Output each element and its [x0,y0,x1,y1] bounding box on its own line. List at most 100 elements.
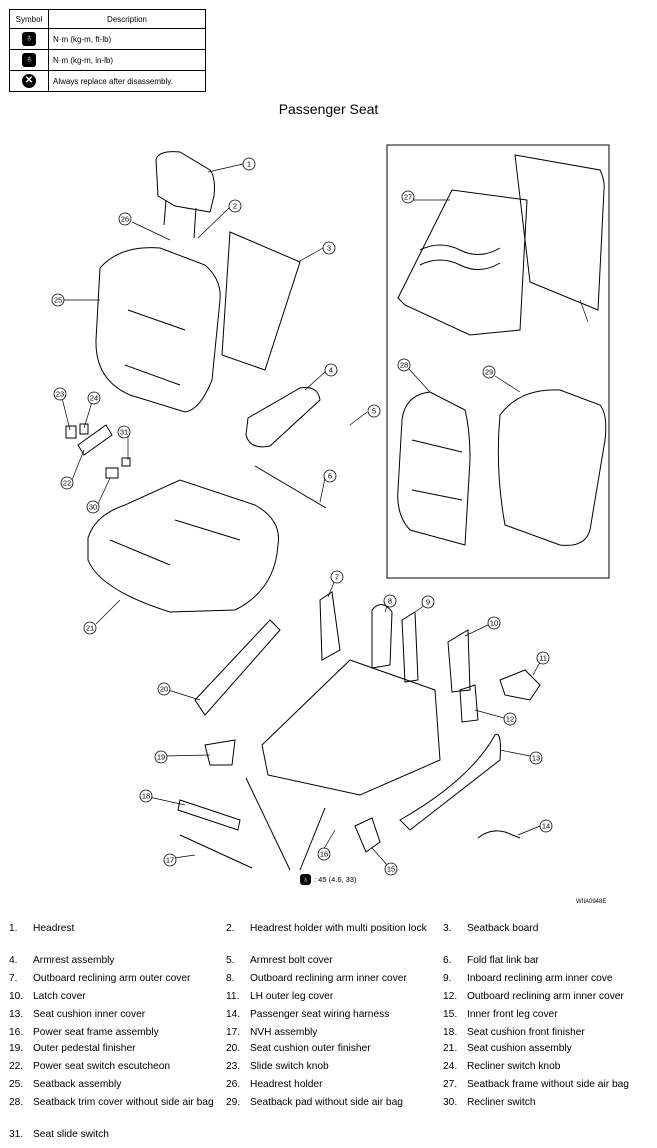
escutcheon-part [77,424,113,456]
callout-15: 15 [384,862,398,876]
svg-text:15: 15 [387,865,395,874]
torque-wrench-small-icon: ♁ [22,53,36,67]
svg-text:30: 30 [89,503,97,512]
inner-arm-cover-part [459,684,479,723]
callout-23: 23 [53,387,67,401]
seatback-part [95,247,221,413]
svg-text:19: 19 [157,753,165,762]
list-item: 22.Power seat switch escutcheon [9,1061,171,1072]
inset-seatback-board-part [514,154,605,311]
svg-text:17: 17 [166,856,174,865]
svg-text:25: 25 [54,296,62,305]
callout-30: 30 [86,500,100,514]
slide-knob-part [65,425,77,439]
nvh-assembly-part [179,834,253,869]
callout-29: 29 [482,365,496,379]
callout-9: 9 [421,595,435,609]
headrest-part [155,151,215,213]
front-finisher-part [177,799,241,831]
list-item: 11.LH outer leg cover [226,991,334,1002]
list-item: 3.Seatback board [443,923,539,934]
list-item: 8.Outboard reclining arm inner cover [226,973,407,984]
list-item: 16.Power seat frame assembly [9,1027,159,1038]
torque-value: : 45 (4.6, 33) [314,875,357,884]
list-item: 27.Seatback frame without side air bag [443,1079,629,1090]
power-seat-frame-part [261,659,441,796]
seat-cushion-part [87,479,280,613]
list-item: 24.Recliner switch knob [443,1061,561,1072]
list-item: 10.Latch cover [9,991,86,1002]
slide-switch-part [121,457,131,467]
trim-cover-part [397,391,471,546]
list-item: 2.Headrest holder with multi position lo… [226,923,427,934]
list-item: 4.Armrest assembly [9,955,115,966]
svg-text:22: 22 [63,479,71,488]
callout-12: 12 [503,712,517,726]
recliner-knob-part [79,423,89,435]
cushion-inner-cover-part [399,733,501,831]
svg-text:23: 23 [56,390,64,399]
svg-text:16: 16 [320,850,328,859]
seatback-pad-part [497,389,607,546]
svg-text:24: 24 [90,394,98,403]
list-item: 19.Outer pedestal finisher [9,1043,136,1054]
seatback-board-part [221,231,301,371]
callout-19: 19 [154,750,168,764]
torque-wrench-icon: ♁ [300,874,311,885]
seatback-frame-part [397,189,528,336]
callout-7: 7 [330,570,344,584]
torque-note: ♁ : 45 (4.6, 33) [300,874,357,885]
list-item: 29.Seatback pad without side air bag [226,1097,403,1108]
svg-text:3: 3 [327,244,331,253]
list-item: 1.Headrest [9,923,75,934]
list-item: 18.Seat cushion front finisher [443,1027,585,1038]
svg-text:1: 1 [247,160,251,169]
callout-4: 4 [324,363,338,377]
svg-text:12: 12 [506,715,514,724]
svg-text:10: 10 [490,619,498,628]
exploded-seat-diagram: 1 2 3 4 5 6 7 8 9 10 11 12 13 14 15 16 1… [51,144,610,876]
list-item: 21.Seat cushion assembly [443,1043,572,1054]
callout-14: 14 [539,819,553,833]
callout-10: 10 [487,616,501,630]
callout-26: 26 [118,212,132,226]
svg-text:26: 26 [121,215,129,224]
callout-22: 22 [60,476,74,490]
svg-text:8: 8 [388,597,392,606]
list-item: 31.Seat slide switch [9,1129,109,1140]
callout-8: 8 [383,594,397,608]
pedestal-finisher-part [204,739,236,766]
list-item: 23.Slide switch knob [226,1061,329,1072]
callout-24: 24 [87,391,101,405]
callout-27: 27 [401,190,415,204]
callout-18: 18 [139,789,153,803]
callout-25: 25 [51,293,65,307]
list-item: 28.Seatback trim cover without side air … [9,1097,214,1108]
svg-text:11: 11 [539,654,547,663]
svg-text:4: 4 [329,366,333,375]
svg-text:9: 9 [426,598,430,607]
list-item: 17.NVH assembly [226,1027,318,1038]
svg-text:18: 18 [142,792,150,801]
list-item: 13.Seat cushion inner cover [9,1009,146,1020]
list-item: 12.Outboard reclining arm inner cover [443,991,624,1002]
callout-2: 2 [228,199,242,213]
svg-text:21: 21 [86,624,94,633]
outer-finisher-part [194,619,281,716]
list-item: 15.Inner front leg cover [443,1009,558,1020]
leg-cover-part [499,669,541,701]
front-leg-cover-part [354,817,381,853]
svg-text:2: 2 [233,202,237,211]
latch-cover-part [447,629,471,693]
torque-wrench-icon: ♁ [22,32,36,46]
svg-text:7: 7 [335,573,339,582]
callout-5: 5 [367,404,381,418]
callout-17: 17 [163,853,177,867]
replace-x-icon: ✕ [22,74,36,88]
list-item: 6.Fold flat link bar [443,955,539,966]
callout-28: 28 [397,358,411,372]
callout-13: 13 [529,751,543,765]
list-item: 14.Passenger seat wiring harness [226,1009,390,1020]
inboard-arm-cover-part [401,611,419,683]
svg-text:14: 14 [542,822,550,831]
